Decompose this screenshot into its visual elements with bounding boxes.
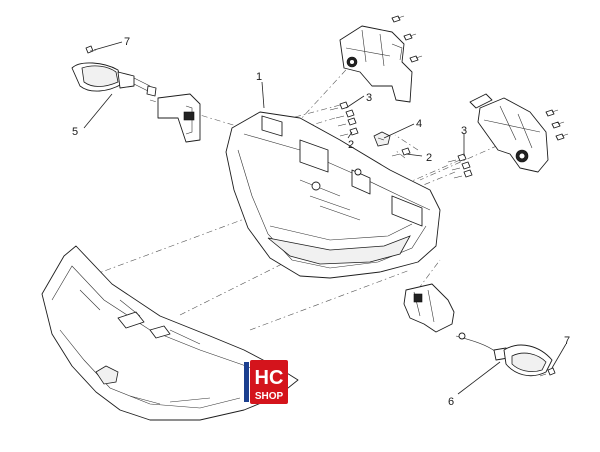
- callout-1: 1: [256, 71, 262, 83]
- right-bracket-screws: [545, 109, 569, 141]
- callout-6: 6: [448, 396, 454, 408]
- right-bracket-part: [469, 93, 549, 173]
- screws-3-left: [329, 101, 357, 127]
- left-indicator-part: [71, 62, 201, 143]
- clip-4-part: [373, 131, 391, 147]
- screw-7-right: [539, 367, 556, 377]
- screws-2: [339, 127, 411, 157]
- callout-leader-lines: [83, 41, 567, 395]
- logo-red-block: [250, 360, 288, 404]
- logo-blue-stripe: [244, 362, 249, 402]
- callout-4: 4: [416, 118, 422, 130]
- callout-numbers: 1 2 2 3 3 4 5 6 7 7: [72, 36, 570, 408]
- right-indicator-part: [403, 283, 553, 377]
- callout-5: 5: [72, 126, 78, 138]
- callout-7-right: 7: [564, 335, 570, 347]
- upper-bracket-screws: [391, 15, 423, 63]
- screw-7-top: [85, 45, 97, 54]
- callout-3-right: 3: [461, 125, 467, 137]
- logo-text-hc: HC: [255, 367, 284, 389]
- headlight-assembly-part: [225, 111, 441, 279]
- logo-text-shop: SHOP: [255, 391, 284, 402]
- callout-2-upper: 2: [348, 139, 354, 151]
- upper-bracket-part: [339, 25, 413, 103]
- callout-3-left: 3: [366, 92, 372, 104]
- hc-shop-logo: HC SHOP: [244, 360, 288, 404]
- screws-3-right: [447, 153, 473, 179]
- callout-7-top: 7: [124, 36, 130, 48]
- callout-2-lower: 2: [426, 152, 432, 164]
